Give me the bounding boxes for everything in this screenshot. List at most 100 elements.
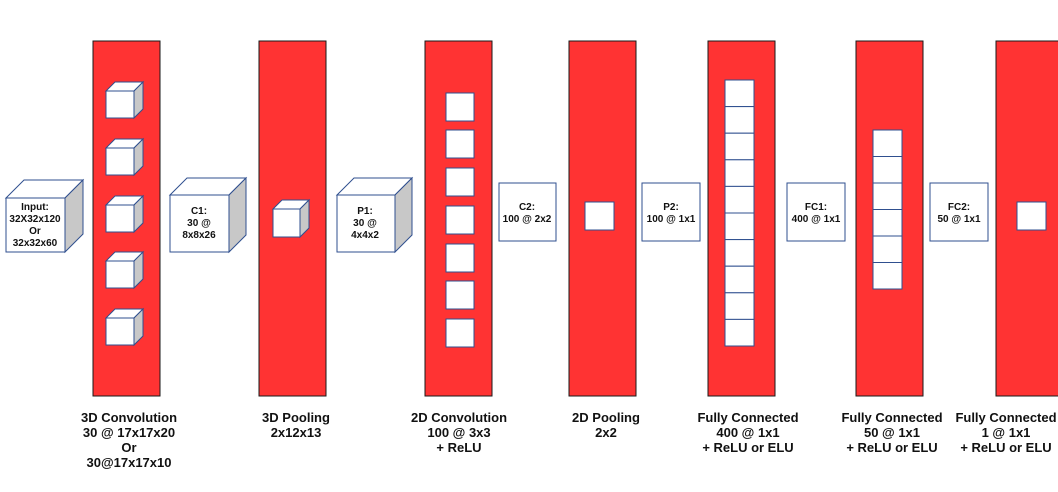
fc400-neuron-cell — [724, 212, 755, 241]
conv2d-filter-square — [445, 129, 475, 159]
fc1-label: FC1:400 @ 1x1 — [792, 202, 841, 225]
c2-box — [498, 182, 557, 242]
caption-fc50-line: Fully Connected — [841, 410, 942, 425]
conv3d-filter-cube-front — [105, 317, 135, 346]
conv3d-filter-cube — [104, 307, 145, 347]
conv3d-filter-cube — [104, 80, 145, 120]
caption-conv2d-line: + ReLU — [436, 440, 481, 455]
fc1-box — [786, 182, 846, 242]
conv2d-filter-square — [445, 243, 475, 273]
conv3d-filter-cube — [104, 194, 145, 234]
p2-box — [641, 182, 701, 242]
fc2-label: FC2:50 @ 1x1 — [937, 202, 981, 225]
conv2d-filter-square — [445, 167, 475, 197]
fc50-neuron-cell — [872, 182, 903, 210]
fc2-box — [929, 182, 989, 242]
fc50-neuron-cell — [872, 209, 903, 237]
fc400-neuron-cell — [724, 159, 755, 187]
c1-label-line: 8x8x26 — [182, 230, 216, 241]
caption-fc50-line: + ReLU or ELU — [846, 440, 937, 455]
conv2d-filter-square — [445, 280, 475, 310]
caption-pool3d-line: 3D Pooling — [262, 410, 330, 425]
p1-label: P1:30 @4x4x2 — [351, 206, 379, 241]
conv3d-filter-cube-front — [105, 147, 135, 176]
conv2d-filter-square — [445, 318, 475, 348]
caption-fc1-line: Fully Connected — [955, 410, 1056, 425]
conv3d-filter-cube — [104, 137, 145, 177]
p2-label-line: 100 @ 1x1 — [647, 214, 696, 225]
fc400-neuron-cell — [724, 292, 755, 320]
caption-conv3d-line: 30 @ 17x17x20 — [83, 425, 175, 440]
caption-fc50-line: 50 @ 1x1 — [864, 425, 920, 440]
fc2-label-line: FC2: — [948, 202, 970, 213]
fc400-neuron-cell — [724, 132, 755, 161]
conv3d-filter-cube-front — [105, 260, 135, 289]
fc400-neuron-cell — [724, 185, 755, 214]
fc50-neuron-cell — [872, 129, 903, 157]
caption-fc1-line: 1 @ 1x1 — [982, 425, 1031, 440]
fc400-neuron-cell — [724, 106, 755, 134]
c2-label: C2:100 @ 2x2 — [503, 202, 552, 225]
fc400-neuron-cell — [724, 239, 755, 267]
p1-volume — [335, 176, 414, 254]
fc1-label-line: 400 @ 1x1 — [792, 214, 841, 225]
caption-conv3d-line: Or — [121, 440, 136, 455]
fc50-neuron-cell — [872, 262, 903, 290]
caption-pool2d-line: 2x2 — [595, 425, 617, 440]
caption-fc400-line: + ReLU or ELU — [702, 440, 793, 455]
caption-conv3d-line: 3D Convolution — [81, 410, 177, 425]
p1-volume-front — [336, 194, 396, 253]
input-label-line: 32x32x60 — [13, 238, 58, 249]
c1-label-line: 30 @ — [187, 218, 211, 229]
c1-volume — [168, 176, 248, 254]
pool2d-square — [584, 201, 615, 231]
fc50-neuron-cell — [872, 156, 903, 184]
input-label-line: Or — [29, 226, 41, 237]
c2-label-line: 100 @ 2x2 — [503, 214, 552, 225]
fc1-output-square — [1016, 201, 1047, 231]
p2-label-line: P2: — [663, 202, 679, 213]
caption-conv2d-line: 2D Convolution — [411, 410, 507, 425]
p1-label-line: P1: — [357, 206, 373, 217]
caption-fc400-line: Fully Connected — [697, 410, 798, 425]
p1-label-line: 30 @ — [353, 218, 377, 229]
p2-label: P2:100 @ 1x1 — [647, 202, 696, 225]
conv2d-filter-square — [445, 205, 475, 235]
caption-conv2d-line: 100 @ 3x3 — [427, 425, 490, 440]
input-label-line: 32X32x120 — [9, 214, 61, 225]
c2-label-line: C2: — [519, 202, 535, 213]
caption-conv3d-line: 30@17x17x10 — [87, 455, 172, 470]
fc50-neuron-cell — [872, 235, 903, 263]
caption-fc400-line: 400 @ 1x1 — [716, 425, 779, 440]
conv3d-filter-cube-front — [105, 90, 135, 119]
input-volume — [4, 178, 85, 254]
pool3d-cube-front — [272, 208, 301, 238]
conv3d-filter-cube — [104, 250, 145, 290]
conv3d-filter-cube-front — [105, 204, 135, 233]
fc400-neuron-cell — [724, 79, 755, 108]
pool3d-cube — [271, 198, 311, 239]
c1-label-line: C1: — [191, 206, 207, 217]
caption-pool3d-line: 2x12x13 — [271, 425, 322, 440]
p1-label-line: 4x4x2 — [351, 230, 379, 241]
fc400-neuron-cell — [724, 265, 755, 294]
caption-fc1-line: + ReLU or ELU — [960, 440, 1051, 455]
input-label-line: Input: — [21, 202, 49, 213]
input-volume-front — [5, 197, 66, 253]
conv2d-filter-square — [445, 92, 475, 122]
fc400-neuron-cell — [724, 318, 755, 347]
caption-pool2d-line: 2D Pooling — [572, 410, 640, 425]
c1-volume-front — [169, 194, 230, 253]
fc2-label-line: 50 @ 1x1 — [937, 214, 981, 225]
fc1-label-line: FC1: — [805, 202, 827, 213]
c1-label: C1:30 @8x8x26 — [182, 206, 216, 241]
